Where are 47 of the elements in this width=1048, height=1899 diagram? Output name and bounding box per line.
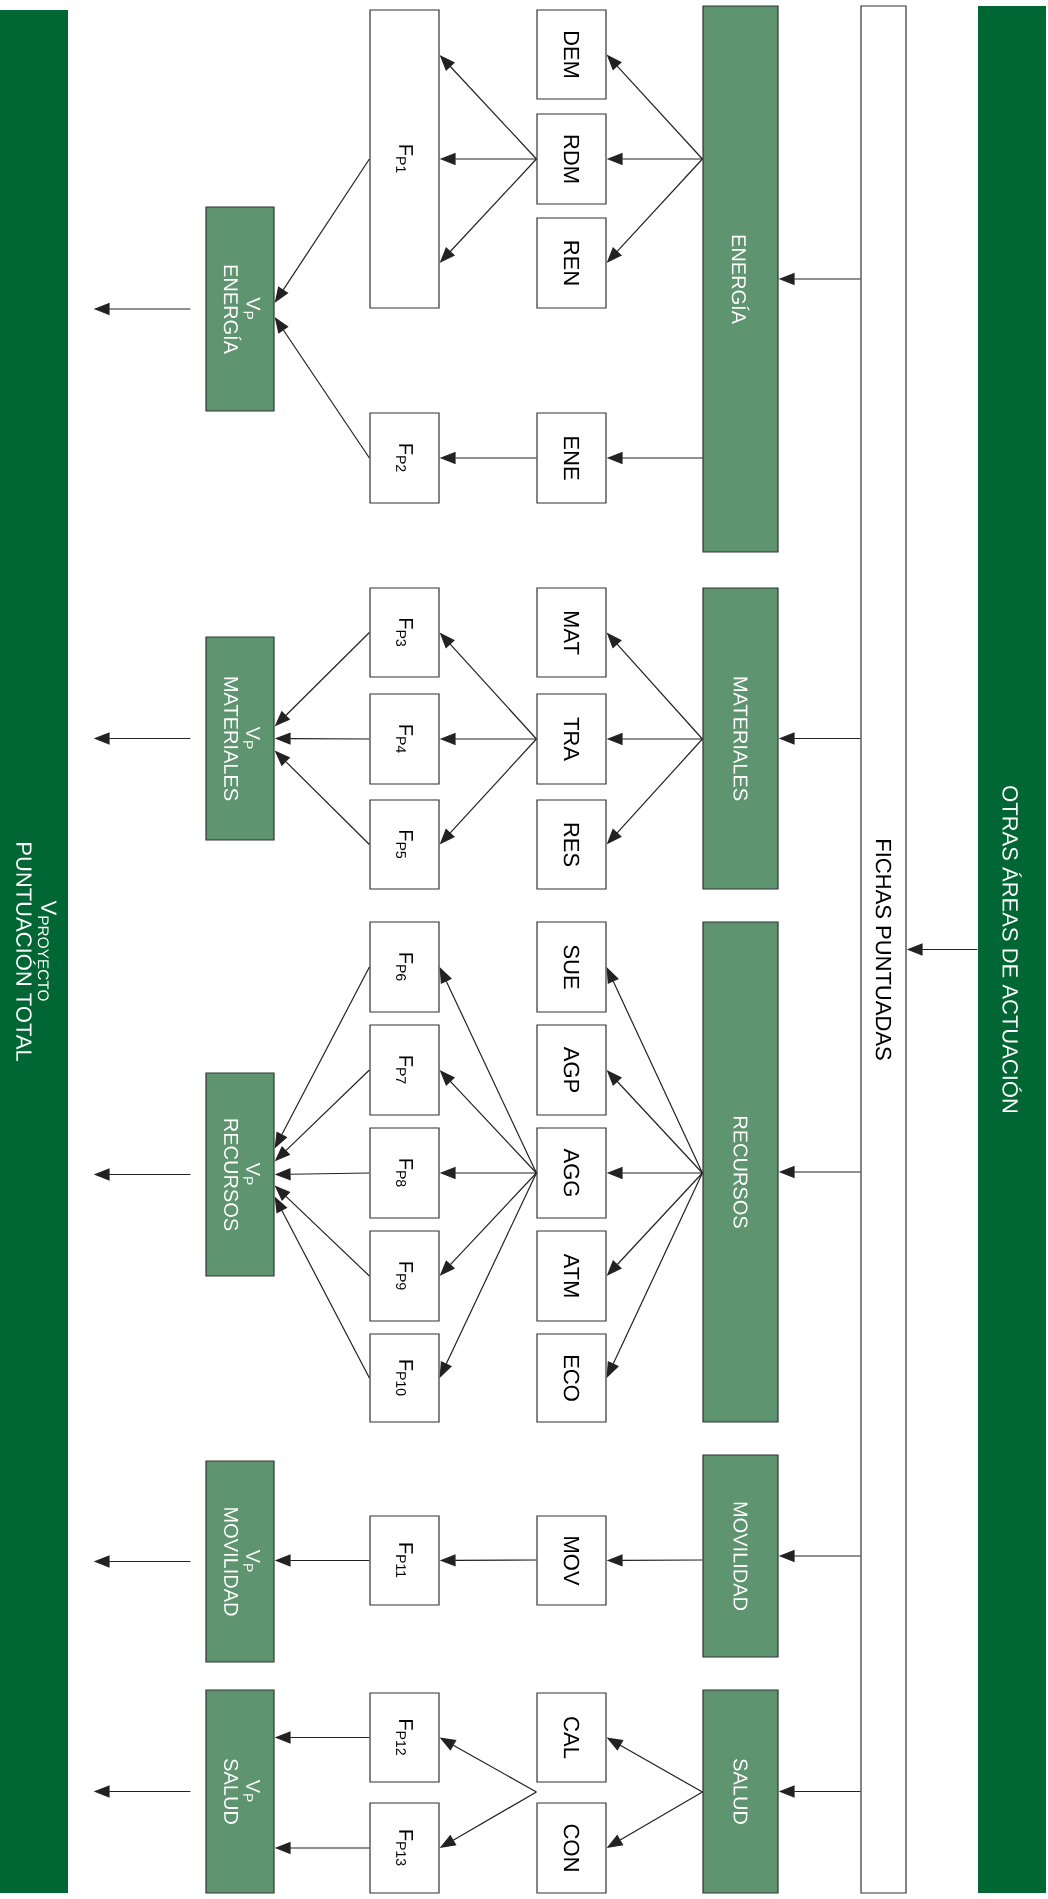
arrow bbox=[606, 1172, 703, 1378]
code-box: TRA bbox=[536, 693, 607, 785]
value-box: V$_{P}$ SALUD bbox=[205, 1689, 275, 1894]
sheet-box: F$_{P2}$ bbox=[369, 412, 440, 504]
value-box: V$_{P}$ ENERGÍA bbox=[205, 206, 275, 412]
arrow bbox=[606, 967, 703, 1174]
code-box: MOV bbox=[536, 1515, 607, 1606]
arrow bbox=[274, 317, 370, 459]
panel-bar: OTRAS ÁREAS DE ACTUACIÓN bbox=[978, 6, 1046, 1893]
panel-bar: V$_{PROYECTO}$ PUNTUACIÓN TOTAL bbox=[0, 10, 68, 1893]
code-box: ATM bbox=[536, 1230, 607, 1322]
code-box: AGP bbox=[536, 1024, 607, 1116]
code-box: AGG bbox=[536, 1127, 607, 1219]
sheet-box: F$_{P4}$ bbox=[369, 693, 440, 785]
sheet-box: F$_{P8}$ bbox=[369, 1127, 440, 1219]
code-box: CAL bbox=[536, 1692, 607, 1783]
sheet-box: F$_{P12}$ bbox=[369, 1692, 440, 1783]
sheet-box: F$_{P11}$ bbox=[369, 1515, 440, 1606]
sheet-box: F$_{P5}$ bbox=[369, 799, 440, 890]
sheet-box: F$_{P13}$ bbox=[369, 1802, 440, 1894]
code-box: CON bbox=[536, 1802, 607, 1894]
arrow bbox=[274, 158, 370, 303]
code-box: RES bbox=[536, 799, 607, 890]
category-box: SALUD bbox=[702, 1689, 779, 1894]
code-box: MAT bbox=[536, 587, 607, 678]
sheet-box: F$_{P6}$ bbox=[369, 921, 440, 1013]
sheet-box: F$_{P10}$ bbox=[369, 1333, 440, 1423]
category-box: MATERIALES bbox=[702, 587, 779, 890]
category-box: RECURSOS bbox=[702, 921, 779, 1423]
sheet-box: F$_{P7}$ bbox=[369, 1024, 440, 1116]
code-box: DEM bbox=[536, 9, 607, 100]
code-box: ENE bbox=[536, 412, 607, 504]
sheet-box: F$_{P3}$ bbox=[369, 587, 440, 678]
sheet-box: F$_{P9}$ bbox=[369, 1230, 440, 1322]
category-box: MOVILIDAD bbox=[702, 1454, 779, 1658]
value-box: V$_{P}$ MOVILIDAD bbox=[205, 1460, 275, 1663]
code-box: RDM bbox=[536, 113, 607, 205]
code-box: SUE bbox=[536, 921, 607, 1013]
arrow bbox=[439, 967, 537, 1174]
sheet-box: F$_{P1}$ bbox=[369, 9, 440, 309]
panel-bar: FICHAS PUNTUADAS bbox=[860, 5, 907, 1894]
code-box: REN bbox=[536, 217, 607, 309]
arrow bbox=[439, 1172, 537, 1378]
value-box: V$_{P}$ MATERIALES bbox=[205, 636, 275, 841]
category-box: ENERGÍA bbox=[702, 5, 779, 553]
value-box: V$_{P}$ RECURSOS bbox=[205, 1072, 275, 1277]
code-box: ECO bbox=[536, 1333, 607, 1423]
